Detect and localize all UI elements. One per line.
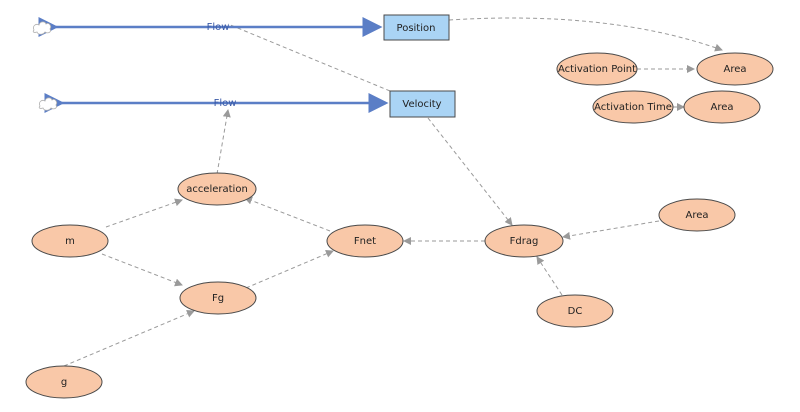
var-m-label: m [65, 236, 75, 247]
flow-position[interactable]: Flow [38, 17, 383, 37]
var-acceleration[interactable]: acceleration [177, 172, 257, 206]
flow-velocity[interactable]: Flow [44, 93, 389, 113]
var-activation-point-label: Activation Point [558, 64, 636, 75]
var-area-top-label: Area [723, 64, 746, 75]
flow-position-label: Flow [207, 22, 230, 33]
link-velocity-to-fdrag[interactable] [427, 117, 513, 226]
var-area-mid-label: Area [710, 102, 733, 113]
cloud-icon [32, 21, 52, 35]
var-acceleration-label: acceleration [186, 184, 248, 195]
stock-velocity-label: Velocity [402, 99, 441, 110]
var-fg[interactable]: Fg [179, 281, 257, 315]
stock-position[interactable]: Position [383, 14, 450, 41]
var-area-mid[interactable]: Area [683, 90, 761, 124]
var-fg-label: Fg [212, 293, 224, 304]
var-area-top[interactable]: Area [696, 52, 774, 86]
var-activation-point[interactable]: Activation Point [556, 52, 638, 86]
var-dc[interactable]: DC [536, 294, 614, 328]
var-area-right[interactable]: Area [658, 198, 736, 232]
var-fdrag-label: Fdrag [510, 236, 539, 247]
link-dc-to-fdrag[interactable] [536, 256, 563, 296]
var-activation-time[interactable]: Activation Time [592, 90, 674, 124]
link-fnet-to-acceleration[interactable] [244, 196, 331, 232]
link-g-to-fg[interactable] [63, 310, 195, 367]
var-dc-label: DC [568, 306, 583, 317]
link-velocity-to-position-flow[interactable] [227, 23, 391, 92]
var-fnet-label: Fnet [354, 236, 376, 247]
link-fg-to-fnet[interactable] [245, 250, 334, 289]
link-position-to-area-top[interactable] [448, 17, 723, 52]
link-acceleration-to-velocity-flow[interactable] [216, 109, 231, 175]
stock-position-label: Position [397, 23, 436, 34]
var-m[interactable]: m [31, 224, 109, 258]
var-fnet[interactable]: Fnet [326, 224, 404, 258]
cloud-icon [38, 97, 58, 111]
var-g-label: g [61, 377, 67, 388]
link-m-to-fg[interactable] [101, 253, 183, 287]
links [63, 17, 723, 367]
link-m-to-acceleration[interactable] [105, 198, 183, 228]
link-area-right-to-fdrag[interactable] [562, 220, 660, 240]
flow-velocity-label: Flow [214, 98, 237, 109]
var-activation-time-label: Activation Time [594, 102, 672, 113]
var-g[interactable]: g [25, 365, 103, 399]
stock-velocity[interactable]: Velocity [389, 90, 456, 118]
var-fdrag[interactable]: Fdrag [484, 224, 564, 258]
var-area-right-label: Area [685, 210, 708, 221]
